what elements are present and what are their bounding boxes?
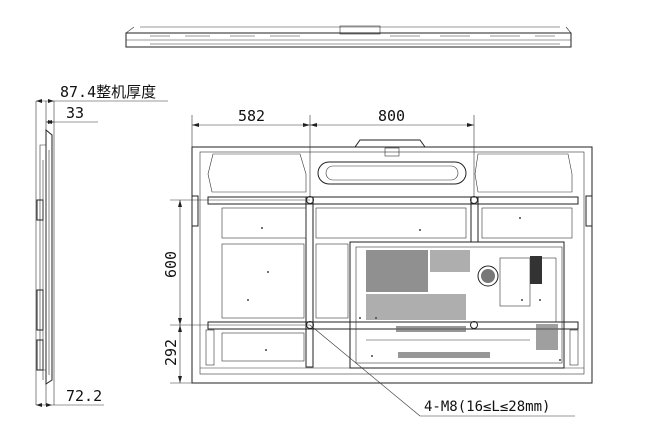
mount-spec-label: 4-M8(16≤L≤28mm) bbox=[424, 399, 550, 415]
mount-callout-leader bbox=[309, 324, 575, 417]
side-view bbox=[35, 99, 168, 407]
dim-thickness-72: 72.2 bbox=[66, 387, 102, 405]
dim-thickness-33: 33 bbox=[66, 104, 84, 122]
vertical-dimensions bbox=[170, 199, 310, 384]
horizontal-dimensions bbox=[191, 115, 475, 197]
dim-800: 800 bbox=[378, 107, 405, 125]
dim-582: 582 bbox=[238, 107, 265, 125]
rear-view bbox=[191, 139, 593, 384]
dim-600: 600 bbox=[162, 251, 180, 278]
dim-292: 292 bbox=[162, 339, 180, 366]
top-view bbox=[125, 25, 572, 48]
dim-overall-thickness: 87.4整机厚度 bbox=[60, 83, 156, 101]
